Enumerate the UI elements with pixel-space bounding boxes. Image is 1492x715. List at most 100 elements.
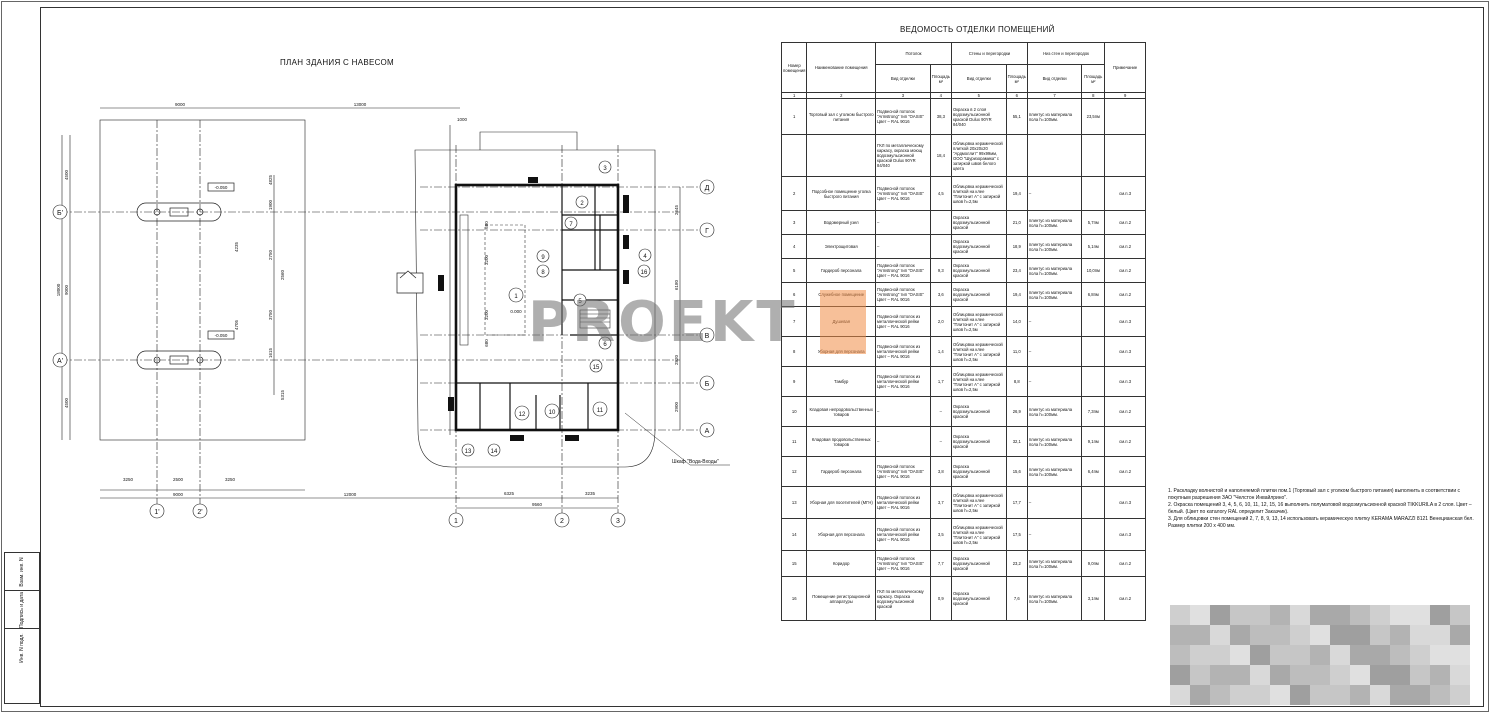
table-cell: 9,3	[929, 258, 952, 283]
table-cell: плинтус из материала пола h=100мм.	[1026, 426, 1083, 457]
dimension-text: 12000	[344, 492, 357, 497]
table-cell: Окраска водоэмульсионной краской	[950, 210, 1007, 235]
dimension-text: 680	[484, 221, 489, 229]
room-number: 11	[597, 408, 604, 414]
table-cell	[1081, 336, 1106, 367]
table-cell: 18,4	[929, 134, 952, 177]
level-mark-box	[207, 330, 235, 340]
blur-tile	[1250, 685, 1270, 705]
table-cell: –	[1026, 486, 1083, 519]
table-cell: 17,5	[1005, 518, 1028, 551]
general-notes: 1. Раскладку волнистой и наполняемой пли…	[1168, 488, 1484, 530]
equipment-block	[623, 270, 629, 284]
axis-bubble	[149, 503, 165, 519]
blur-tile	[1330, 605, 1350, 625]
blur-tile	[1430, 625, 1450, 645]
blur-tile	[1270, 685, 1290, 705]
column-base	[169, 207, 189, 217]
table-cell	[1081, 176, 1106, 211]
room-number: 16	[641, 270, 648, 276]
room-tag	[564, 216, 578, 230]
level-mark: -0.050	[215, 185, 228, 190]
table-cell: 3	[780, 210, 808, 235]
blur-tile	[1210, 605, 1230, 625]
table-cell: Облицовка керамической плиткой на клее "…	[950, 518, 1007, 551]
table-cell: Подвесной потолок "Armstrong" тип "OASIS…	[875, 176, 931, 211]
dimension-text: 1900	[268, 199, 273, 210]
table-cell: 14,0	[1005, 306, 1028, 337]
canopy-column-pad	[136, 202, 222, 222]
dimension-text: 9000	[173, 492, 184, 497]
axis-label: Д	[705, 185, 710, 192]
dimension-text: 9560	[532, 502, 543, 507]
counter	[459, 214, 469, 346]
blur-tile	[1190, 625, 1210, 645]
dimension-text: 4500	[64, 169, 69, 180]
note-item: 2. Окраска помещений 3, 4, 5, 6, 10, 11,…	[1168, 502, 1472, 515]
table-cell: см.п.2	[1104, 234, 1146, 259]
table-cell: Гардероб персонала	[806, 456, 877, 487]
blur-tile	[1190, 605, 1210, 625]
blur-tile	[1230, 605, 1250, 625]
table-cell: ГКЛ по металлическому каркасу, окраска м…	[875, 134, 931, 177]
table-cell: –	[875, 396, 931, 427]
table-cell: Подвесной потолок "Armstrong" тип "OASIS…	[875, 550, 931, 577]
table-cell: 5,1пм	[1081, 234, 1106, 259]
dimension-text: 2645	[674, 204, 679, 215]
dimension-text: 2750	[268, 249, 273, 260]
room-tag	[598, 160, 612, 174]
table-cell: 3,7	[929, 486, 952, 519]
blur-tile	[1290, 665, 1310, 685]
table-cell: Кладовая продовольственных товаров	[806, 426, 877, 457]
table-cell: 10	[780, 396, 808, 427]
stamp-cell: Подпись и дата	[5, 591, 39, 629]
room-tag	[573, 293, 587, 307]
blur-tile	[1270, 605, 1290, 625]
col-header: Потолок	[875, 42, 952, 65]
table-cell: 5	[780, 258, 808, 283]
equipment-block	[623, 235, 629, 249]
room-number: 10	[549, 410, 556, 416]
blur-tile	[1330, 645, 1350, 665]
blur-tile	[1390, 605, 1410, 625]
dimension-text: 1000	[457, 117, 468, 122]
table-cell	[780, 134, 808, 177]
note-item: 1. Раскладку волнистой и наполняемой пли…	[1168, 488, 1461, 501]
blur-tile	[1210, 645, 1230, 665]
blur-tile	[1290, 605, 1310, 625]
blur-tile	[1210, 625, 1230, 645]
table-cell: Кладовая непродовольственных товаров	[806, 396, 877, 427]
dimension-text: 5315	[280, 389, 285, 400]
blur-tile	[1170, 605, 1190, 625]
room-number: 3	[603, 166, 607, 172]
blur-tile	[1310, 625, 1330, 645]
table-cell	[1005, 134, 1028, 177]
side-stamp: Взам. инв. N Подпись и дата Инв. N подл.	[4, 552, 40, 704]
table-cell: 3,5	[929, 518, 952, 551]
table-cell	[1081, 486, 1106, 519]
axis-label: А'	[57, 358, 63, 365]
column	[153, 208, 161, 216]
blur-tile	[1370, 605, 1390, 625]
col-subheader: Вид отделки	[1026, 64, 1083, 93]
table-cell: 2	[780, 176, 808, 211]
col-subheader: Площадь м²	[929, 64, 952, 93]
blur-tile	[1390, 685, 1410, 705]
room-number: 1	[514, 294, 518, 300]
table-cell: 16	[780, 576, 808, 621]
room-level: 0.000	[510, 309, 522, 314]
blur-tile	[1250, 645, 1270, 665]
axis-bubble	[610, 512, 626, 528]
building-outer-wall	[454, 183, 620, 432]
room-tag	[487, 443, 501, 457]
table-cell: 15	[780, 550, 808, 577]
room-number: 12	[519, 412, 526, 418]
col-header: Наименование помещения	[806, 42, 877, 93]
blur-tile	[1210, 665, 1230, 685]
